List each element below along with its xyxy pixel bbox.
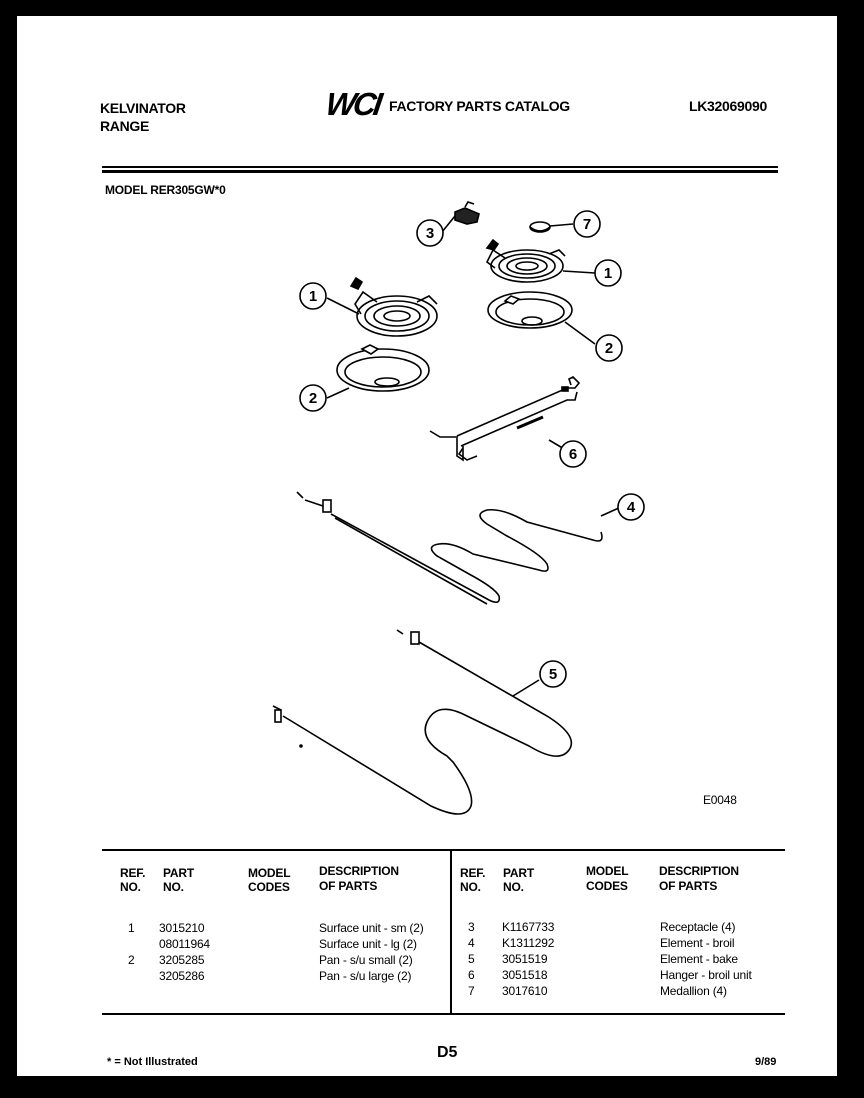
leader-2-right bbox=[564, 321, 596, 345]
catalog-title: FACTORY PARTS CATALOG bbox=[389, 98, 570, 114]
callout-circle-5 bbox=[539, 660, 567, 688]
leader-7 bbox=[549, 223, 574, 227]
header-rule-thin bbox=[102, 166, 778, 168]
bake-element bbox=[272, 629, 573, 815]
part-no: 3017610 bbox=[502, 984, 548, 998]
leader-5 bbox=[512, 679, 540, 697]
header-part: PART bbox=[163, 866, 194, 880]
table-top-rule bbox=[102, 849, 785, 851]
callout-label: 2 bbox=[309, 390, 317, 407]
not-illustrated-note: * = Not Illustrated bbox=[107, 1056, 198, 1068]
brand-name: KELVINATOR bbox=[100, 100, 186, 116]
part-description: Receptacle (4) bbox=[660, 920, 736, 934]
callout-circle-7 bbox=[573, 210, 601, 238]
pan-large bbox=[336, 344, 430, 392]
header-model: MODEL bbox=[248, 866, 291, 880]
ref-no: 5 bbox=[468, 952, 475, 966]
part-no: 3205285 bbox=[159, 953, 205, 967]
callout-circle-1-left bbox=[299, 282, 327, 310]
leader-3 bbox=[441, 215, 456, 233]
header-codes: CODES bbox=[248, 880, 290, 894]
revision-date: 9/89 bbox=[755, 1056, 777, 1068]
surface-unit-right bbox=[485, 238, 566, 283]
callout-label: 2 bbox=[605, 340, 613, 357]
ref-no: 2 bbox=[128, 953, 135, 967]
catalog-page: KELVINATOR RANGE WCI FACTORY PARTS CATAL… bbox=[17, 16, 837, 1076]
part-no: K1167733 bbox=[502, 920, 555, 934]
page-number: D5 bbox=[437, 1044, 458, 1061]
header-part-no: NO. bbox=[503, 880, 524, 894]
receptacle-part bbox=[454, 201, 480, 225]
part-description: Element - bake bbox=[660, 952, 738, 966]
broil-element bbox=[296, 491, 603, 605]
header-codes: CODES bbox=[586, 879, 628, 893]
ref-no: 1 bbox=[128, 921, 135, 935]
ref-no: 3 bbox=[468, 920, 475, 934]
header-description: DESCRIPTION bbox=[319, 864, 399, 878]
ref-no: 7 bbox=[468, 984, 475, 998]
header-of-parts: OF PARTS bbox=[659, 879, 718, 893]
callout-circle-2-right bbox=[595, 334, 623, 362]
part-description: Pan - s/u large (2) bbox=[319, 969, 412, 983]
medallion-shade bbox=[529, 226, 551, 232]
parts-diagram: 3 7 1 1 2 2 6 4 5 bbox=[272, 201, 645, 815]
callout-circle-2-left bbox=[299, 384, 327, 412]
header-no: NO. bbox=[120, 880, 141, 894]
part-no: 3051519 bbox=[502, 952, 548, 966]
broil-hanger bbox=[429, 376, 581, 462]
leader-1-right bbox=[562, 270, 596, 274]
header-description: DESCRIPTION bbox=[659, 864, 739, 878]
header-part: PART bbox=[503, 866, 534, 880]
callout-label: 7 bbox=[583, 216, 591, 233]
callout-label: 1 bbox=[604, 265, 612, 282]
callout-label: 1 bbox=[309, 288, 317, 305]
part-description: Hanger - broil unit bbox=[660, 968, 752, 982]
table-divider bbox=[450, 851, 452, 1014]
leader-1-left bbox=[326, 297, 360, 315]
part-no: 3205286 bbox=[159, 969, 205, 983]
leader-2-left bbox=[326, 387, 350, 399]
header-of-parts: OF PARTS bbox=[319, 879, 378, 893]
part-no: K1311292 bbox=[502, 936, 555, 950]
callout-label: 6 bbox=[569, 446, 577, 463]
part-no: 3051518 bbox=[502, 968, 548, 982]
callout-circle-6 bbox=[559, 440, 587, 468]
ref-no: 6 bbox=[468, 968, 475, 982]
part-description: Surface unit - sm (2) bbox=[319, 921, 424, 935]
table-bottom-rule bbox=[102, 1013, 785, 1015]
part-description: Element - broil bbox=[660, 936, 735, 950]
callout-label: 4 bbox=[627, 499, 636, 516]
part-description: Surface unit - lg (2) bbox=[319, 937, 417, 951]
callout-circle-1-right bbox=[594, 259, 622, 287]
ref-no: 4 bbox=[468, 936, 475, 950]
model-number: MODEL RER305GW*0 bbox=[105, 183, 226, 197]
header-part-no: NO. bbox=[163, 880, 184, 894]
header-ref: REF. bbox=[460, 866, 486, 880]
part-description: Medallion (4) bbox=[660, 984, 727, 998]
header-model: MODEL bbox=[586, 864, 629, 878]
part-no: 3015210 bbox=[159, 921, 205, 935]
part-description: Pan - s/u small (2) bbox=[319, 953, 413, 967]
surface-unit-left bbox=[349, 276, 438, 337]
callout-label: 3 bbox=[426, 225, 434, 242]
header-no: NO. bbox=[460, 880, 481, 894]
callout-circle-4 bbox=[617, 493, 645, 521]
catalog-code: LK32069090 bbox=[689, 98, 767, 114]
pan-small bbox=[487, 291, 573, 329]
figure-code: E0048 bbox=[703, 793, 737, 807]
callout-label: 5 bbox=[549, 666, 557, 683]
header-ref: REF. bbox=[120, 866, 146, 880]
callout-circle-3 bbox=[416, 219, 444, 247]
part-no: 08011964 bbox=[159, 937, 210, 951]
header-rule-thick bbox=[102, 170, 778, 173]
product-type: RANGE bbox=[100, 118, 150, 134]
